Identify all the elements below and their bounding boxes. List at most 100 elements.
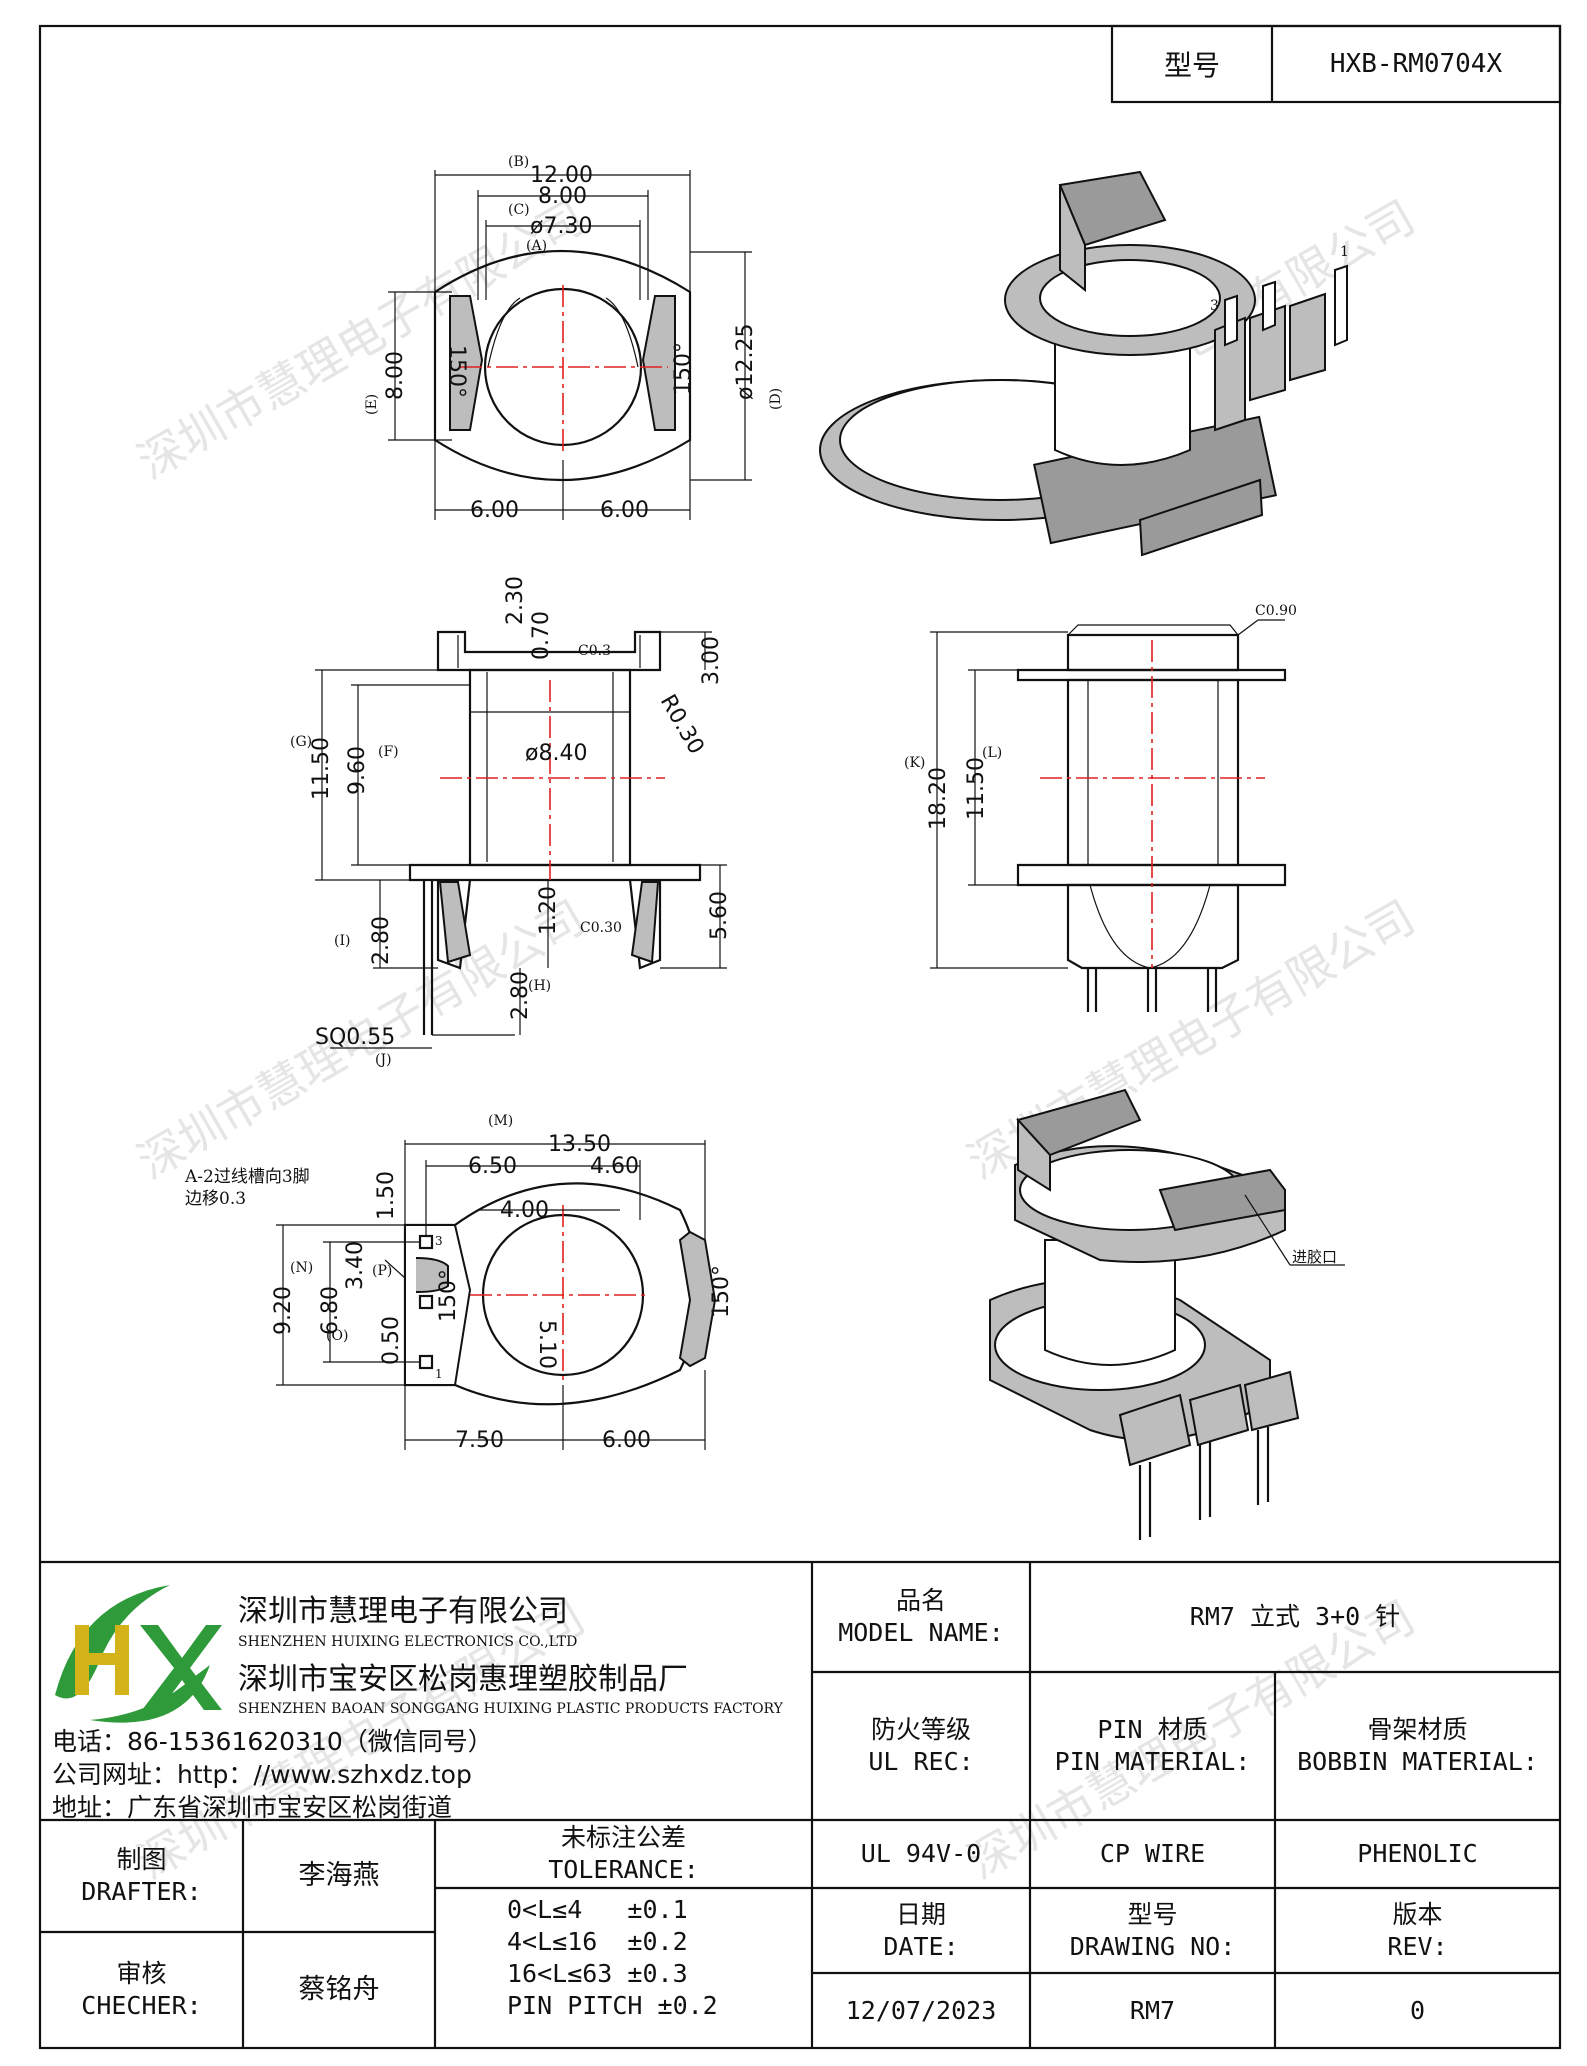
dim-730: ø7.30 <box>530 214 592 239</box>
iso-view-top: 1 3 <box>819 170 1349 557</box>
cell-drawing-label: 型号 DRAWING NO: <box>1030 1888 1275 1973</box>
dim-920: 9.20 <box>271 1286 296 1335</box>
dim-label-N: (N) <box>290 1260 313 1276</box>
dim-560: 5.60 <box>707 891 732 940</box>
tolerance-line-4: PIN PITCH ±0.2 <box>507 1991 718 2020</box>
factory-name-cn: 深圳市宝安区松岗惠理塑胶制品厂 <box>238 1662 688 1697</box>
cell-ul-label: 防火等级 UL REC: <box>812 1672 1030 1820</box>
dim-230: 2.30 <box>503 576 528 625</box>
bobbin-cn: 骨架材质 <box>1367 1715 1468 1744</box>
dim-840: ø8.40 <box>525 741 587 766</box>
checker-cn: 审核 <box>116 1959 167 1988</box>
cell-drafter-value: 李海燕 <box>243 1820 435 1932</box>
rev-value: 0 <box>1409 1995 1426 2025</box>
dim-070: 0.70 <box>529 611 554 660</box>
drafter-cn: 制图 <box>116 1845 167 1874</box>
dim-ang-l: 150° <box>444 345 469 398</box>
company-name-en: SHENZHEN HUIXING ELECTRONICS CO.,LTD <box>238 1634 578 1650</box>
dim-label-D: (D) <box>768 388 784 410</box>
note-slot-line2: 边移0.3 <box>185 1189 246 1209</box>
drawing-en: DRAWING NO: <box>1069 1931 1236 1961</box>
dim-960: 9.60 <box>345 746 370 795</box>
dim-c090: C0.90 <box>1255 603 1297 619</box>
tolerance-en: TOLERANCE: <box>548 1855 699 1884</box>
iso-pin-3-label: 3 <box>1210 298 1219 314</box>
cell-date-label: 日期 DATE: <box>812 1888 1030 1973</box>
ul-value: UL 94V-0 <box>860 1839 982 1868</box>
header-model-box <box>1110 24 1562 104</box>
dim-150-right: 150° <box>709 1265 734 1318</box>
side-view: C0.90 18.20 (K) 11.50 (L) <box>904 603 1297 1012</box>
dim-150-bot: 150° <box>436 1269 461 1322</box>
dim-ang-r: 150° <box>671 342 696 395</box>
bottom-view: 13.50 (M) 6.50 4.60 4.00 1.50 3.40 (P) 9… <box>184 1113 734 1453</box>
dim-6r: 6.00 <box>600 498 649 523</box>
cell-model-name-label: 品名 MODEL NAME: <box>812 1562 1030 1672</box>
dim-650: 6.50 <box>468 1154 517 1179</box>
tolerance-line-2: 4<L≤16 ±0.2 <box>507 1927 688 1956</box>
front-view: 2.30 0.70 C0.3 3.00 R0.30 ø8.40 11.50 (G… <box>290 576 732 1068</box>
cell-rev-value: 0 <box>1275 1973 1560 2048</box>
dim-label-F: (F) <box>378 744 399 760</box>
drawing-value: RM7 <box>1129 1995 1176 2025</box>
dim-1150: 11.50 <box>309 737 334 800</box>
dim-600: 6.00 <box>602 1428 651 1453</box>
dim-050: 0.50 <box>379 1316 404 1365</box>
dim-c030: C0.30 <box>580 920 622 936</box>
dim-label-A: (A) <box>526 238 547 254</box>
dim-label-G: (G) <box>290 734 312 750</box>
drawing-cn: 型号 <box>1127 1899 1178 1929</box>
company-name-cn: 深圳市慧理电子有限公司 <box>238 1594 568 1629</box>
drafter-value: 李海燕 <box>298 1860 380 1891</box>
date-value: 12/07/2023 <box>845 1995 997 2025</box>
cell-ul-value: UL 94V-0 <box>812 1820 1030 1888</box>
company-website[interactable]: 公司网址：http：//www.szhxdz.top <box>52 1760 472 1789</box>
tolerance-table: 0<L≤4 ±0.1 4<L≤16 ±0.2 16<L≤63 ±0.3 PIN … <box>507 1894 718 2022</box>
pin-en: PIN MATERIAL: <box>1054 1747 1251 1776</box>
dim-150v: 1.50 <box>374 1171 399 1220</box>
top-view: 12.00 (B) 8.00 (C) ø7.30 (A) 8.00 (E) ø1… <box>364 154 784 523</box>
dim-label-H: (H) <box>528 978 551 994</box>
cell-date-value: 12/07/2023 <box>812 1973 1030 2048</box>
model-name-value: RM7 立式 3+0 针 <box>1189 1602 1401 1631</box>
dim-label-K: (K) <box>904 755 925 771</box>
ul-en: UL REC: <box>868 1747 974 1776</box>
dim-label-M: (M) <box>488 1113 513 1129</box>
dim-label-P: (P) <box>372 1263 392 1279</box>
cell-drawing-value: RM7 <box>1030 1973 1275 2048</box>
dim-8: 8.00 <box>538 184 587 209</box>
model-value: HXB-RM0704X <box>1329 49 1503 79</box>
dim-1820: 18.20 <box>926 767 951 830</box>
dim-1225: ø12.25 <box>733 324 758 400</box>
checker-en: CHECHER: <box>81 1991 202 2020</box>
cell-drafter-label: 制图 DRAFTER: <box>40 1820 243 1932</box>
company-phone: 电话：86-15361620310（微信同号） <box>52 1727 493 1756</box>
dim-label-O: (O) <box>326 1328 348 1344</box>
cell-bobbin-value: PHENOLIC <box>1275 1820 1560 1888</box>
title-block-grid <box>40 1562 1560 2048</box>
dim-340: 3.40 <box>343 1241 368 1290</box>
sheet-border <box>38 24 1562 2050</box>
dim-510: 5.10 <box>534 1320 559 1369</box>
model-label: 型号 <box>1163 49 1220 82</box>
model-name-en: MODEL NAME: <box>838 1618 1004 1647</box>
drafter-en: DRAFTER: <box>81 1877 202 1906</box>
dim-6l: 6.00 <box>470 498 519 523</box>
dim-460: 4.60 <box>590 1154 639 1179</box>
cell-checker-value: 蔡铭舟 <box>243 1932 435 2048</box>
dim-label-E: (E) <box>364 394 380 415</box>
date-cn: 日期 <box>895 1899 946 1929</box>
cell-model-name-value: RM7 立式 3+0 针 <box>1030 1562 1560 1672</box>
bobbin-value: PHENOLIC <box>1357 1839 1478 1868</box>
factory-name-en: SHENZHEN BAOAN SONGGANG HUIXING PLASTIC … <box>238 1701 783 1717</box>
dim-8v: 8.00 <box>383 351 408 400</box>
iso-pin-1-label: 1 <box>1340 244 1349 260</box>
tolerance-line-1: 0<L≤4 ±0.1 <box>507 1895 688 1924</box>
watermark-1: 深圳市慧理电子有限公司 <box>129 190 594 490</box>
dim-sq: SQ0.55 <box>315 1025 395 1050</box>
cell-pin-value: CP WIRE <box>1030 1820 1275 1888</box>
cell-rev-label: 版本 REV: <box>1275 1888 1560 1973</box>
dim-r030: R0.30 <box>655 691 709 759</box>
dim-300: 3.00 <box>699 636 724 685</box>
